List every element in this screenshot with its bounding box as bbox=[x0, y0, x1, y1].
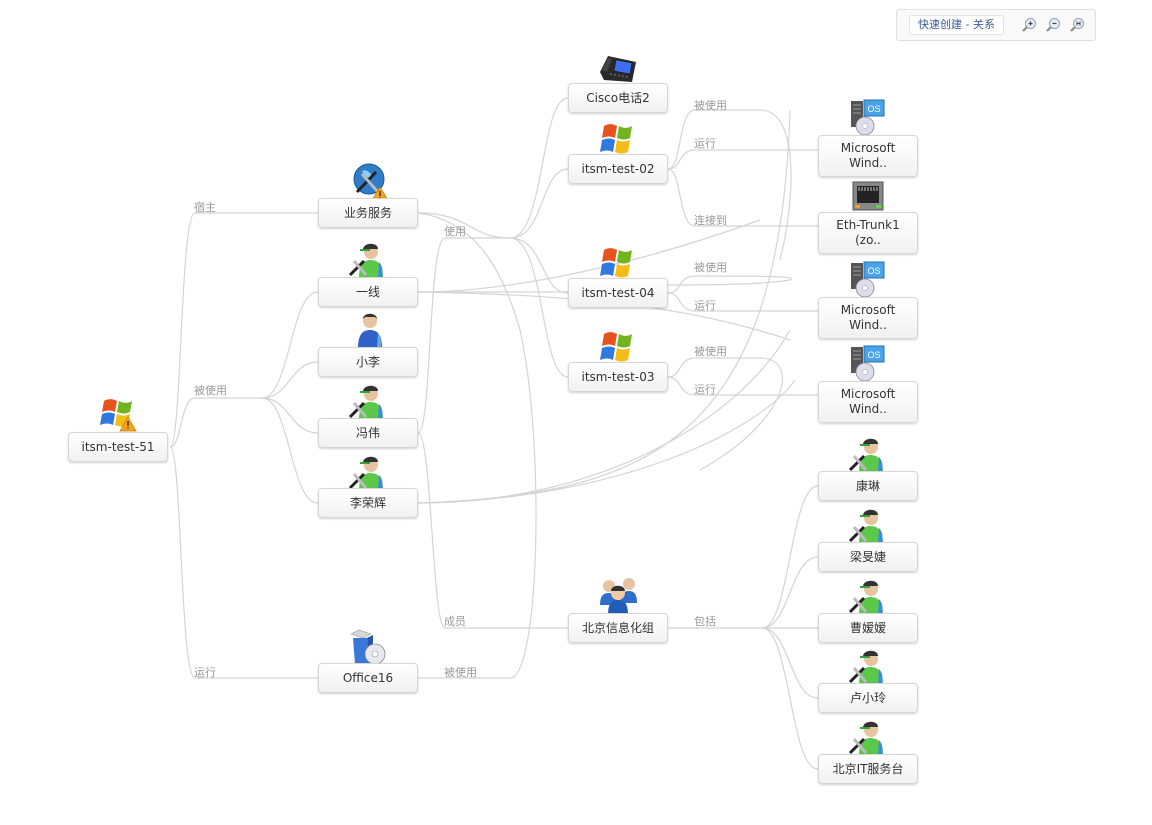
edge-run-office bbox=[169, 446, 318, 679]
node-business-service[interactable]: 业务服务 bbox=[318, 198, 418, 228]
edge-t02-usedby bbox=[667, 109, 792, 261]
edge-label-run: 运行 bbox=[694, 383, 716, 396]
node-luxiaoling[interactable]: 卢小玲 bbox=[818, 683, 918, 713]
engineer-icon bbox=[348, 456, 383, 491]
os-icon: OS bbox=[851, 99, 885, 136]
edge-include-bjit bbox=[761, 627, 819, 770]
edge-include-lu bbox=[761, 627, 819, 699]
zoom-in-icon[interactable] bbox=[1021, 17, 1037, 33]
engineer-icon bbox=[848, 650, 883, 685]
node-cisco-phone[interactable]: Cisco电话2 bbox=[568, 83, 668, 113]
edge-include-kanglin bbox=[761, 485, 819, 629]
node-itsm-test-51[interactable]: itsm-test-51 bbox=[68, 432, 168, 462]
os-icon: OS bbox=[851, 345, 885, 382]
group-icon bbox=[600, 578, 637, 615]
edge-t03-run bbox=[667, 376, 818, 396]
windows-icon bbox=[600, 332, 632, 362]
engineer-icon bbox=[848, 438, 883, 473]
node-itsm-test-02[interactable]: itsm-test-02 bbox=[568, 154, 668, 184]
edge-include-liangmj bbox=[761, 556, 819, 629]
svg-text:OS: OS bbox=[867, 104, 880, 114]
node-fengwei[interactable]: 冯伟 bbox=[318, 418, 418, 448]
edge-label-host: 宿主 bbox=[194, 201, 216, 214]
edge-usedby-lironghui bbox=[261, 397, 319, 504]
edge-label-member: 成员 bbox=[444, 615, 466, 628]
engineer-icon bbox=[848, 580, 883, 615]
svg-text:OS: OS bbox=[867, 350, 880, 360]
node-itsm-test-03[interactable]: itsm-test-03 bbox=[568, 362, 668, 392]
svg-text:OS: OS bbox=[867, 266, 880, 276]
network-port-icon bbox=[852, 181, 884, 211]
os-icon: OS bbox=[851, 261, 885, 298]
user-icon bbox=[358, 313, 382, 348]
engineer-icon bbox=[348, 243, 383, 278]
edge-lironghui-3 bbox=[417, 109, 791, 504]
edge-usedby-trunk bbox=[169, 397, 262, 448]
edge-label-run: 运行 bbox=[194, 666, 216, 679]
edge-t02-conn bbox=[667, 168, 818, 227]
quick-create-relation-button[interactable]: 快速创建 - 关系 bbox=[909, 15, 1004, 35]
edge-label-usedby: 被使用 bbox=[694, 345, 727, 358]
edge-use-t04 bbox=[509, 237, 569, 294]
graph-toolbar: 快速创建 - 关系 bbox=[896, 9, 1096, 41]
edge-label-run: 运行 bbox=[694, 137, 716, 150]
node-eth-trunk1[interactable]: Eth-Trunk1(zo.. bbox=[818, 212, 918, 254]
edge-label-include: 包括 bbox=[694, 615, 716, 628]
edge-label-usedby: 被使用 bbox=[694, 261, 727, 274]
node-liangminjie[interactable]: 梁旻婕 bbox=[818, 542, 918, 572]
edge-usedby-yixian bbox=[261, 291, 319, 399]
edge-label-usedby: 被使用 bbox=[194, 384, 227, 397]
edge-label-usedby: 被使用 bbox=[694, 99, 727, 112]
edge-label-use: 使用 bbox=[444, 225, 466, 238]
edge-label-connect: 连接到 bbox=[694, 214, 727, 227]
zoom-fit-icon[interactable] bbox=[1069, 17, 1085, 33]
edge-fengwei-member bbox=[417, 432, 568, 629]
zoom-out-icon[interactable] bbox=[1045, 17, 1061, 33]
windows-icon bbox=[600, 124, 632, 154]
edge-use-cisco bbox=[509, 97, 569, 239]
edge-yixian-eth bbox=[417, 219, 761, 293]
ip-phone-icon bbox=[600, 56, 636, 82]
edge-bizsvc-hub bbox=[417, 212, 511, 239]
engineer-icon bbox=[848, 509, 883, 544]
node-kanglin[interactable]: 康琳 bbox=[818, 471, 918, 501]
node-lironghui[interactable]: 李荣辉 bbox=[318, 488, 418, 518]
engineer-icon bbox=[848, 721, 883, 756]
node-office16[interactable]: Office16 bbox=[318, 663, 418, 693]
node-beijing-it-group[interactable]: 北京信息化组 bbox=[568, 613, 668, 643]
edge-t02-run bbox=[667, 149, 818, 170]
globe-tools-warning-icon bbox=[353, 163, 389, 201]
edge-t04-run bbox=[667, 292, 818, 312]
windows-warning-icon bbox=[100, 399, 137, 432]
edge-usedby-fengwei bbox=[261, 397, 319, 434]
windows-icon bbox=[600, 248, 632, 278]
edge-usedby-xiaoli bbox=[261, 361, 319, 399]
edge-fengwei-hub bbox=[417, 237, 510, 434]
edge-label-run: 运行 bbox=[694, 299, 716, 312]
edge-label-usedby: 被使用 bbox=[444, 666, 477, 679]
node-yixian[interactable]: 一线 bbox=[318, 277, 418, 307]
edge-host bbox=[169, 212, 318, 448]
edge-use-t02 bbox=[509, 168, 569, 239]
edge-office-usedby bbox=[417, 212, 537, 679]
edge-t04-usedby bbox=[667, 275, 793, 294]
node-xiaoli[interactable]: 小李 bbox=[318, 347, 418, 377]
engineer-icon bbox=[348, 385, 383, 420]
node-caoyuanyuan[interactable]: 曹嫒嫒 bbox=[818, 613, 918, 643]
edge-t03-usedby bbox=[667, 357, 783, 471]
edge-lironghui-2 bbox=[417, 379, 796, 504]
edge-use-t03 bbox=[509, 237, 569, 378]
node-itsm-test-04[interactable]: itsm-test-04 bbox=[568, 278, 668, 308]
node-beijing-it-service-desk[interactable]: 北京IT服务台 bbox=[818, 754, 918, 784]
software-box-icon bbox=[350, 629, 386, 665]
